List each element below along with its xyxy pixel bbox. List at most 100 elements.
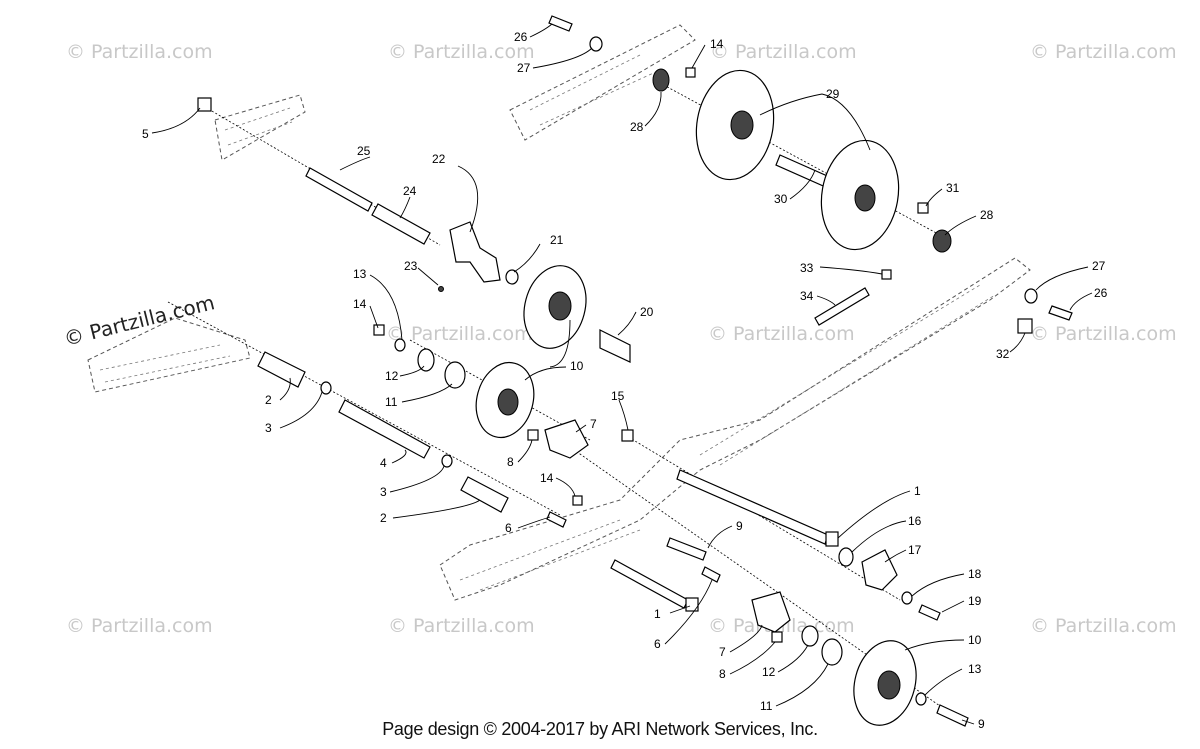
callout-23: 23	[404, 259, 418, 273]
callout-4: 4	[380, 456, 387, 470]
nut-32	[1017, 318, 1033, 334]
watermark: © Partzilla.com	[1030, 323, 1177, 345]
callout-8: 8	[719, 667, 726, 681]
watermark: © Partzilla.com	[388, 615, 535, 637]
bearing-28-top	[652, 68, 670, 92]
callout-14: 14	[353, 297, 367, 311]
leader-27-right	[1035, 266, 1089, 291]
leader-32	[1009, 332, 1026, 353]
leader-27-top	[532, 47, 593, 69]
callout-labels: 5 25 24 22 23 21 20 13 14 12 11 10 2 3 4…	[142, 30, 1108, 731]
nut-14	[373, 324, 385, 336]
leader-22	[457, 165, 479, 233]
bolt-1-upper-head	[825, 531, 839, 547]
washer-21	[505, 269, 519, 285]
leader-9-lower	[961, 719, 975, 725]
axis-lower-front	[559, 439, 961, 721]
leader-23	[417, 267, 439, 286]
leader-28-right	[944, 215, 977, 236]
leader-11	[401, 383, 453, 403]
nut-5	[197, 97, 212, 112]
callout-14: 14	[710, 37, 724, 51]
callout-6: 6	[654, 637, 661, 651]
idler-wheel-lower-hub	[877, 670, 901, 700]
callout-11: 11	[385, 395, 398, 409]
leader-6-lower	[664, 579, 713, 645]
leader-33	[819, 266, 883, 275]
leader-16	[851, 520, 907, 553]
washer-27-top	[589, 36, 603, 52]
callout-28: 28	[630, 120, 644, 134]
leader-10-upper	[549, 319, 571, 368]
rail-main-detail	[459, 284, 996, 591]
callout-9: 9	[736, 519, 743, 533]
leader-7-upper	[575, 424, 587, 433]
arm-7-upper	[544, 419, 589, 459]
bolt-26-top	[548, 15, 573, 32]
callout-26: 26	[1094, 286, 1108, 300]
bolt-26-right	[1048, 305, 1073, 321]
callout-2: 2	[380, 511, 387, 525]
bolt-1-upper	[676, 469, 829, 545]
callout-7: 7	[719, 645, 726, 659]
leader-10-mid	[524, 366, 567, 381]
callout-27: 27	[1092, 259, 1106, 273]
leader-3-upper	[279, 391, 323, 429]
rail-upper-left	[214, 94, 306, 161]
leader-26-right	[1069, 292, 1093, 311]
rail-upper-right-detail	[529, 54, 661, 126]
callout-34: 34	[800, 289, 814, 303]
tube-25	[305, 167, 373, 212]
washer-13-lower	[915, 692, 927, 706]
leader-25	[339, 156, 371, 171]
tube-4	[338, 399, 431, 459]
callout-5: 5	[142, 127, 149, 141]
snap-ring-12	[417, 348, 435, 372]
axis-bolt-right	[624, 434, 901, 601]
callout-20: 20	[640, 305, 654, 319]
arm-7-lower	[751, 591, 791, 633]
watermark: © Partzilla.com	[1030, 41, 1177, 63]
callout-31: 31	[946, 181, 960, 195]
callout-3: 3	[380, 485, 387, 499]
washer-27-right	[1024, 288, 1038, 304]
callout-16: 16	[908, 514, 922, 528]
pin-23	[438, 286, 444, 292]
callout-30: 30	[774, 192, 788, 206]
leader-14-top	[691, 44, 706, 69]
watermark-overlay: © Partzilla.com	[61, 290, 217, 351]
callout-18: 18	[968, 567, 982, 581]
leader-29	[759, 93, 871, 151]
leader-31	[925, 188, 943, 207]
callout-17: 17	[908, 543, 922, 557]
leader-12-lower	[777, 644, 809, 673]
bolt-34	[814, 287, 870, 326]
washer-3-lower	[441, 454, 453, 468]
watermark: © Partzilla.com	[388, 41, 535, 63]
leader-15	[618, 399, 629, 431]
leader-28-top	[644, 91, 662, 127]
parts-layer	[197, 15, 1073, 727]
leader-8-lower	[729, 641, 776, 675]
callout-8: 8	[507, 455, 514, 469]
callout-12: 12	[762, 665, 776, 679]
callout-29: 29	[826, 87, 840, 101]
leader-1-upper	[837, 490, 911, 539]
watermark: © Partzilla.com	[66, 41, 213, 63]
callout-14: 14	[540, 471, 554, 485]
leader-2-lower	[392, 499, 481, 519]
callout-32: 32	[996, 347, 1010, 361]
rail-left	[87, 317, 251, 393]
leader-lines	[151, 23, 1093, 725]
callout-13: 13	[968, 662, 982, 676]
leader-9-upper	[707, 525, 733, 549]
callout-15: 15	[611, 389, 625, 403]
callout-22: 22	[432, 152, 446, 166]
callout-13: 13	[353, 267, 367, 281]
spacer-24	[371, 203, 431, 245]
callout-10: 10	[570, 359, 584, 373]
rear-wheel-29-right-hub	[854, 184, 876, 212]
rear-wheel-29-left-hub	[730, 110, 754, 140]
callout-27: 27	[517, 61, 531, 75]
